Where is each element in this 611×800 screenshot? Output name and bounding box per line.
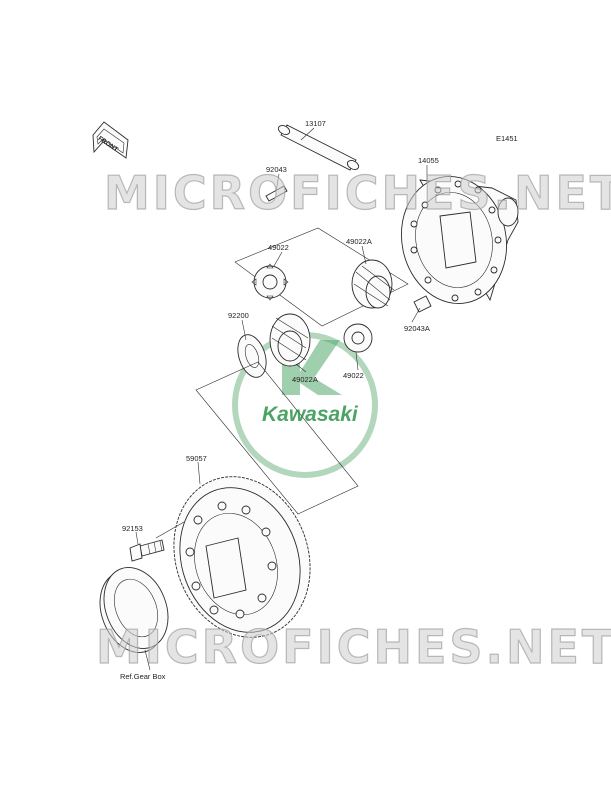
label-59057: 59057 <box>186 454 207 463</box>
label-92043: 92043 <box>266 165 287 174</box>
front-direction-icon <box>92 121 129 159</box>
label-13107: 13107 <box>305 119 326 128</box>
side-gear-49022A-top <box>351 259 395 309</box>
bearing-ref-gear-box <box>99 567 169 653</box>
washer-92200 <box>237 334 267 378</box>
label-92153: 92153 <box>122 524 143 533</box>
watermark-top: MICROFICHES.NET <box>103 166 611 220</box>
label-49022-bottom: 49022 <box>343 371 364 380</box>
label-92043A: 92043A <box>404 324 430 333</box>
label-14055: 14055 <box>418 156 439 165</box>
diagram-code: E1451 <box>496 134 518 143</box>
label-92200: 92200 <box>228 311 249 320</box>
bolt-92153 <box>129 539 165 562</box>
pin-92043A <box>413 295 432 313</box>
differential-case-14055 <box>400 176 519 304</box>
ring-gear-group-outline <box>195 361 359 515</box>
reference-note: Ref.Gear Box <box>120 672 166 681</box>
label-49022A-top: 49022A <box>346 237 372 246</box>
pin-92043 <box>265 185 288 202</box>
pinion-group-outline <box>234 227 409 327</box>
label-49022A-bottom: 49022A <box>292 375 318 384</box>
leader-lines <box>135 127 428 671</box>
pinion-gear-49022-bottom <box>343 323 373 353</box>
pinion-gear-49022-top <box>251 263 289 301</box>
side-gear-49022A-bottom <box>269 313 311 367</box>
ring-gear-59057 <box>173 476 311 638</box>
brand-name: Kawasaki <box>262 403 358 426</box>
shaft-13107 <box>277 124 360 171</box>
label-49022-top: 49022 <box>268 243 289 252</box>
watermark-bottom: MICROFICHES.NET <box>95 620 611 674</box>
